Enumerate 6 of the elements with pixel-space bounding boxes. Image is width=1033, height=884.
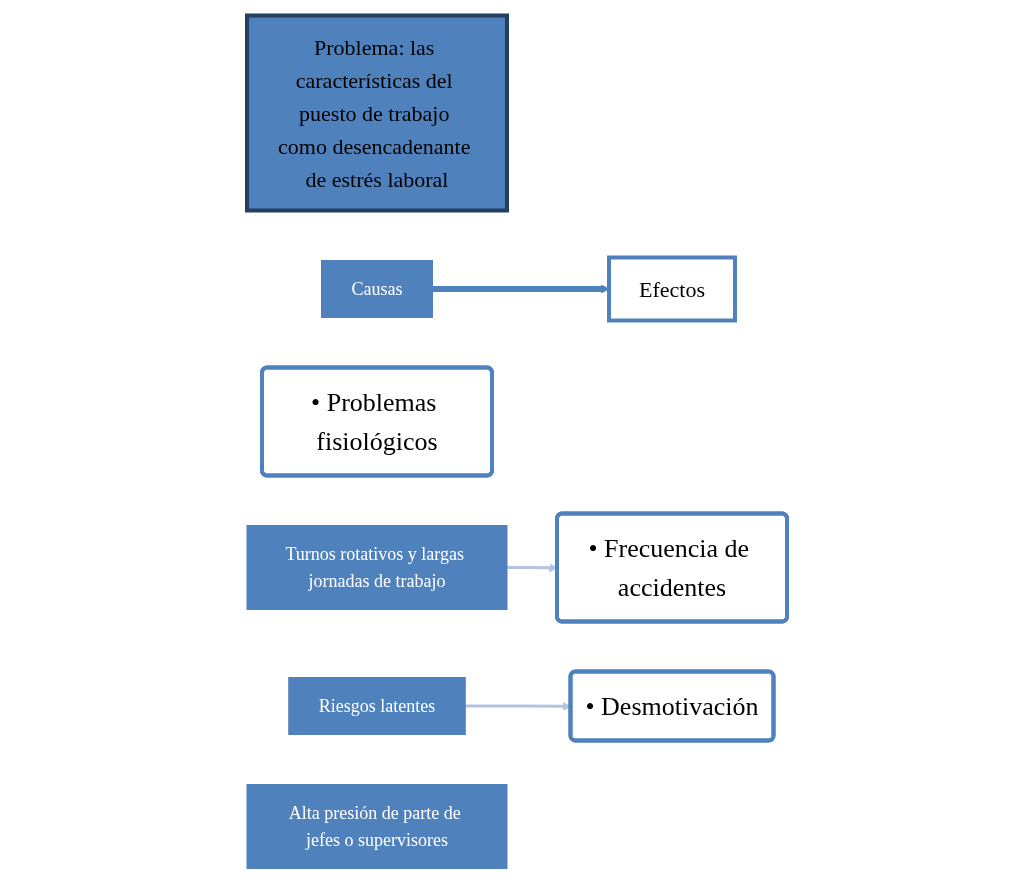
node-box: Riesgos latentes xyxy=(287,677,466,735)
node-box: Turnos rotativos y largas jornadas de trabajo xyxy=(246,525,507,610)
node-box: Efectos xyxy=(606,255,737,323)
node-box: Causas xyxy=(320,260,433,318)
node-box: Problema: las características del puesto de trabajo como desencadenante de estrés laboral xyxy=(244,13,509,213)
node-box: Alta presión de parte de jefes o supervisores xyxy=(246,784,507,869)
